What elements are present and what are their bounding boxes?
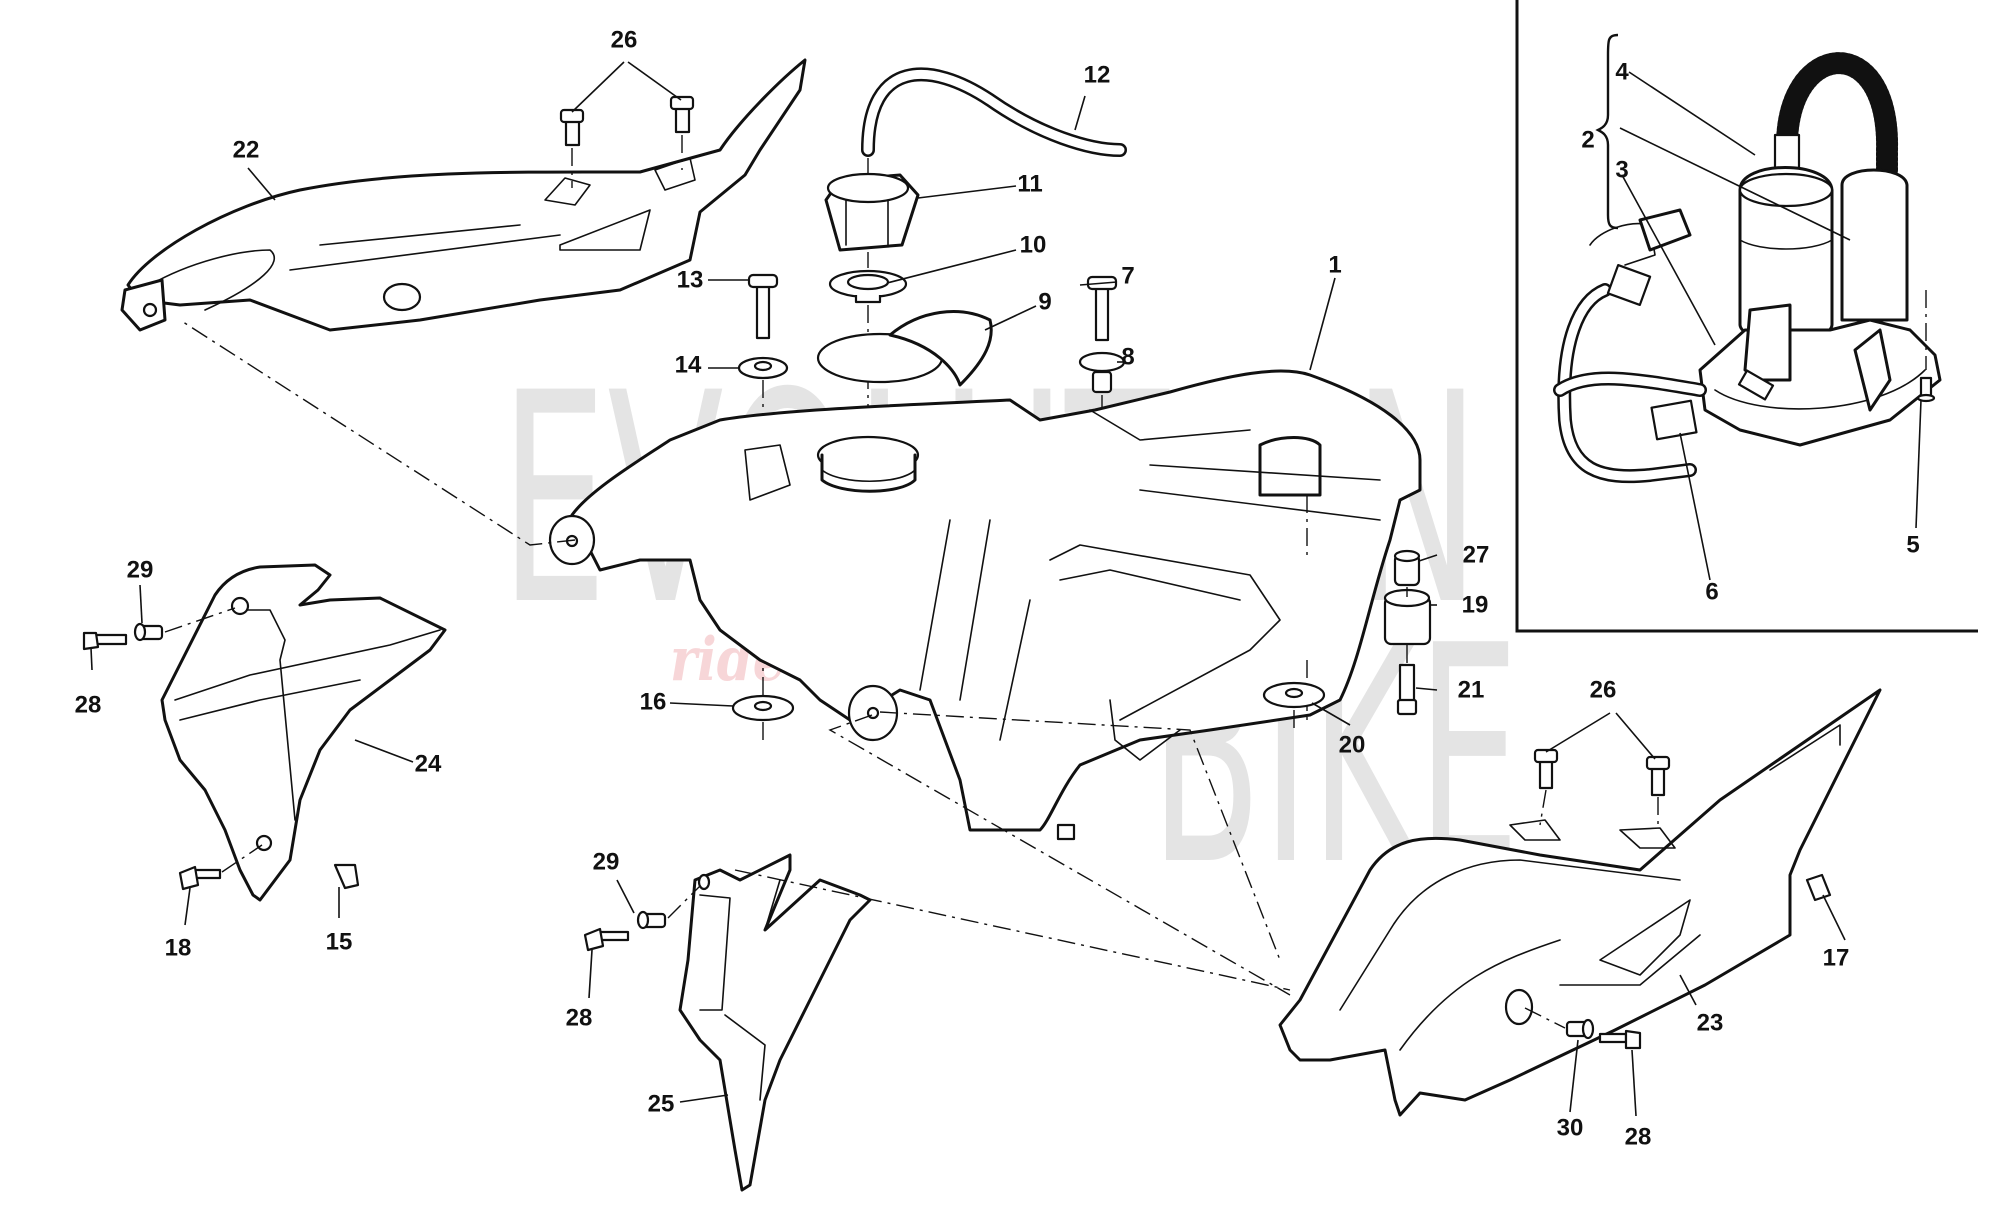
callout-2[interactable]: 2 — [1581, 127, 1594, 154]
callout-10[interactable]: 10 — [1020, 232, 1047, 259]
callout-13[interactable]: 13 — [677, 267, 704, 294]
callout-28a[interactable]: 28 — [75, 692, 102, 719]
filler-ring-cover — [816, 310, 993, 387]
callout-14[interactable]: 14 — [675, 352, 702, 379]
left-tank-cover[interactable] — [120, 58, 807, 332]
callout-23[interactable]: 23 — [1697, 1010, 1724, 1037]
callout-9[interactable]: 9 — [1038, 289, 1051, 316]
callout-29a[interactable]: 29 — [127, 557, 154, 584]
bolt-7-bushing-8 — [1078, 275, 1126, 450]
screws-26-top — [559, 95, 695, 188]
callout-6[interactable]: 6 — [1705, 579, 1718, 606]
callout-17[interactable]: 17 — [1823, 945, 1850, 972]
bolt-13-washer-14 — [737, 273, 789, 700]
callout-1[interactable]: 1 — [1328, 252, 1341, 279]
callout-24[interactable]: 24 — [415, 751, 442, 778]
callout-5[interactable]: 5 — [1906, 532, 1919, 559]
callout-26b[interactable]: 26 — [1590, 677, 1617, 704]
fuel-pump — [1553, 52, 1942, 484]
callout-7[interactable]: 7 — [1121, 263, 1134, 290]
callout-28b[interactable]: 28 — [566, 1005, 593, 1032]
callout-4[interactable]: 4 — [1615, 59, 1629, 86]
callout-12[interactable]: 12 — [1084, 62, 1111, 89]
callout-29b[interactable]: 29 — [593, 849, 620, 876]
left-side-panel[interactable] — [82, 563, 447, 902]
callout-16[interactable]: 16 — [640, 689, 667, 716]
leader-lines — [90, 33, 1922, 1117]
right-tank-cover[interactable] — [1278, 688, 1882, 1117]
callout-20[interactable]: 20 — [1339, 732, 1366, 759]
washer-16 — [731, 694, 795, 740]
callout-30[interactable]: 30 — [1557, 1115, 1584, 1142]
callout-28c[interactable]: 28 — [1625, 1124, 1652, 1151]
callout-22[interactable]: 22 — [233, 137, 260, 164]
callout-11[interactable]: 11 — [1017, 171, 1042, 198]
fuel-tank[interactable] — [548, 369, 1422, 841]
callout-15[interactable]: 15 — [326, 929, 353, 956]
inset-border — [1515, 0, 1978, 633]
fuel-pump-inset — [1515, 0, 1978, 633]
callout-27[interactable]: 27 — [1463, 542, 1490, 569]
callout-8[interactable]: 8 — [1121, 344, 1134, 371]
mount-stack — [1262, 549, 1432, 730]
callout-25[interactable]: 25 — [648, 1091, 675, 1118]
callout-21[interactable]: 21 — [1458, 677, 1485, 704]
right-side-panel[interactable] — [583, 853, 1291, 1192]
filler-cap — [824, 172, 920, 268]
callout-18[interactable]: 18 — [165, 935, 192, 962]
callout-3[interactable]: 3 — [1615, 157, 1628, 184]
callout-19[interactable]: 19 — [1462, 592, 1489, 619]
callout-labels: 1 2 3 4 5 6 7 8 9 10 11 12 13 14 15 16 1… — [75, 27, 1920, 1151]
callout-26a[interactable]: 26 — [611, 27, 638, 54]
breather-hose — [861, 67, 1127, 180]
